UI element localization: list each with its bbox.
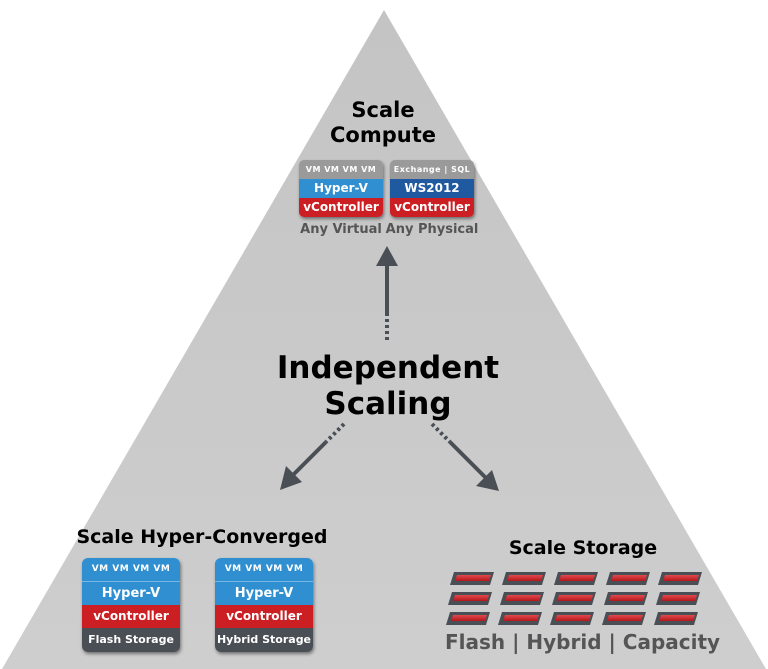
hypervisor-row: Hyper-V: [82, 581, 180, 605]
disk-drive-icon: [446, 612, 490, 625]
vm-row: VM VM VM VM: [82, 558, 180, 581]
vm-row: VM VM VM VM: [299, 160, 383, 179]
scale-compute-title: Scale Compute: [318, 98, 448, 148]
tier-capacity: Capacity: [622, 630, 721, 654]
disk-drive-icon: [450, 572, 494, 585]
vcontroller-row: vController: [82, 605, 180, 628]
disk-drive-icon: [658, 572, 702, 585]
apps-row: Exchange | SQL: [390, 160, 474, 179]
hybrid-storage-stack: VM VM VM VM Hyper-V vController Hybrid S…: [215, 558, 313, 652]
flash-storage-stack: VM VM VM VM Hyper-V vController Flash St…: [82, 558, 180, 652]
vcontroller-row: vController: [299, 198, 383, 217]
any-virtual-caption: Any Virtual: [300, 222, 382, 237]
arrow-down-left-icon: [280, 422, 346, 490]
any-physical-stack: Exchange | SQL WS2012 vController: [390, 160, 474, 217]
any-virtual-stack: VM VM VM VM Hyper-V vController: [299, 160, 383, 217]
disk-drive-icon: [606, 572, 650, 585]
arrow-up-icon: [376, 246, 398, 340]
tier-hybrid: Hybrid: [526, 630, 602, 654]
disk-drive-icon: [498, 612, 542, 625]
disk-drive-icon: [502, 572, 546, 585]
disk-drive-icon: [500, 592, 544, 605]
vcontroller-row: vController: [215, 605, 313, 628]
storage-tiers-label: Flash | Hybrid | Capacity: [445, 630, 720, 654]
disk-drive-grid: [446, 572, 702, 625]
any-physical-caption: Any Physical: [385, 222, 479, 237]
independent-scaling-label: Independent Scaling: [268, 350, 508, 422]
disk-drive-icon: [654, 612, 698, 625]
disk-drive-icon: [448, 592, 492, 605]
tier-separator: |: [608, 630, 616, 654]
vcontroller-row: vController: [390, 198, 474, 217]
scale-storage-title: Scale Storage: [508, 537, 658, 559]
scale-compute-title-line1: Scale: [351, 98, 415, 122]
disk-drive-icon: [602, 612, 646, 625]
arrow-down-right-icon: [430, 422, 499, 491]
center-line1: Independent: [276, 350, 500, 386]
disk-drive-icon: [656, 592, 700, 605]
disk-drive-icon: [550, 612, 594, 625]
storage-row: Hybrid Storage: [215, 628, 313, 652]
tier-separator: |: [512, 630, 520, 654]
os-row: WS2012: [390, 179, 474, 198]
hypervisor-row: Hyper-V: [299, 179, 383, 198]
hypervisor-row: Hyper-V: [215, 581, 313, 605]
scale-hyperconverged-title: Scale Hyper-Converged: [76, 526, 328, 548]
disk-drive-icon: [604, 592, 648, 605]
disk-drive-icon: [552, 592, 596, 605]
tier-flash: Flash: [445, 630, 506, 654]
pyramid-triangle: [2, 10, 766, 669]
vm-row: VM VM VM VM: [215, 558, 313, 581]
disk-drive-icon: [554, 572, 598, 585]
center-line2: Scaling: [324, 386, 452, 422]
scale-compute-title-line2: Compute: [330, 123, 436, 147]
storage-row: Flash Storage: [82, 628, 180, 652]
